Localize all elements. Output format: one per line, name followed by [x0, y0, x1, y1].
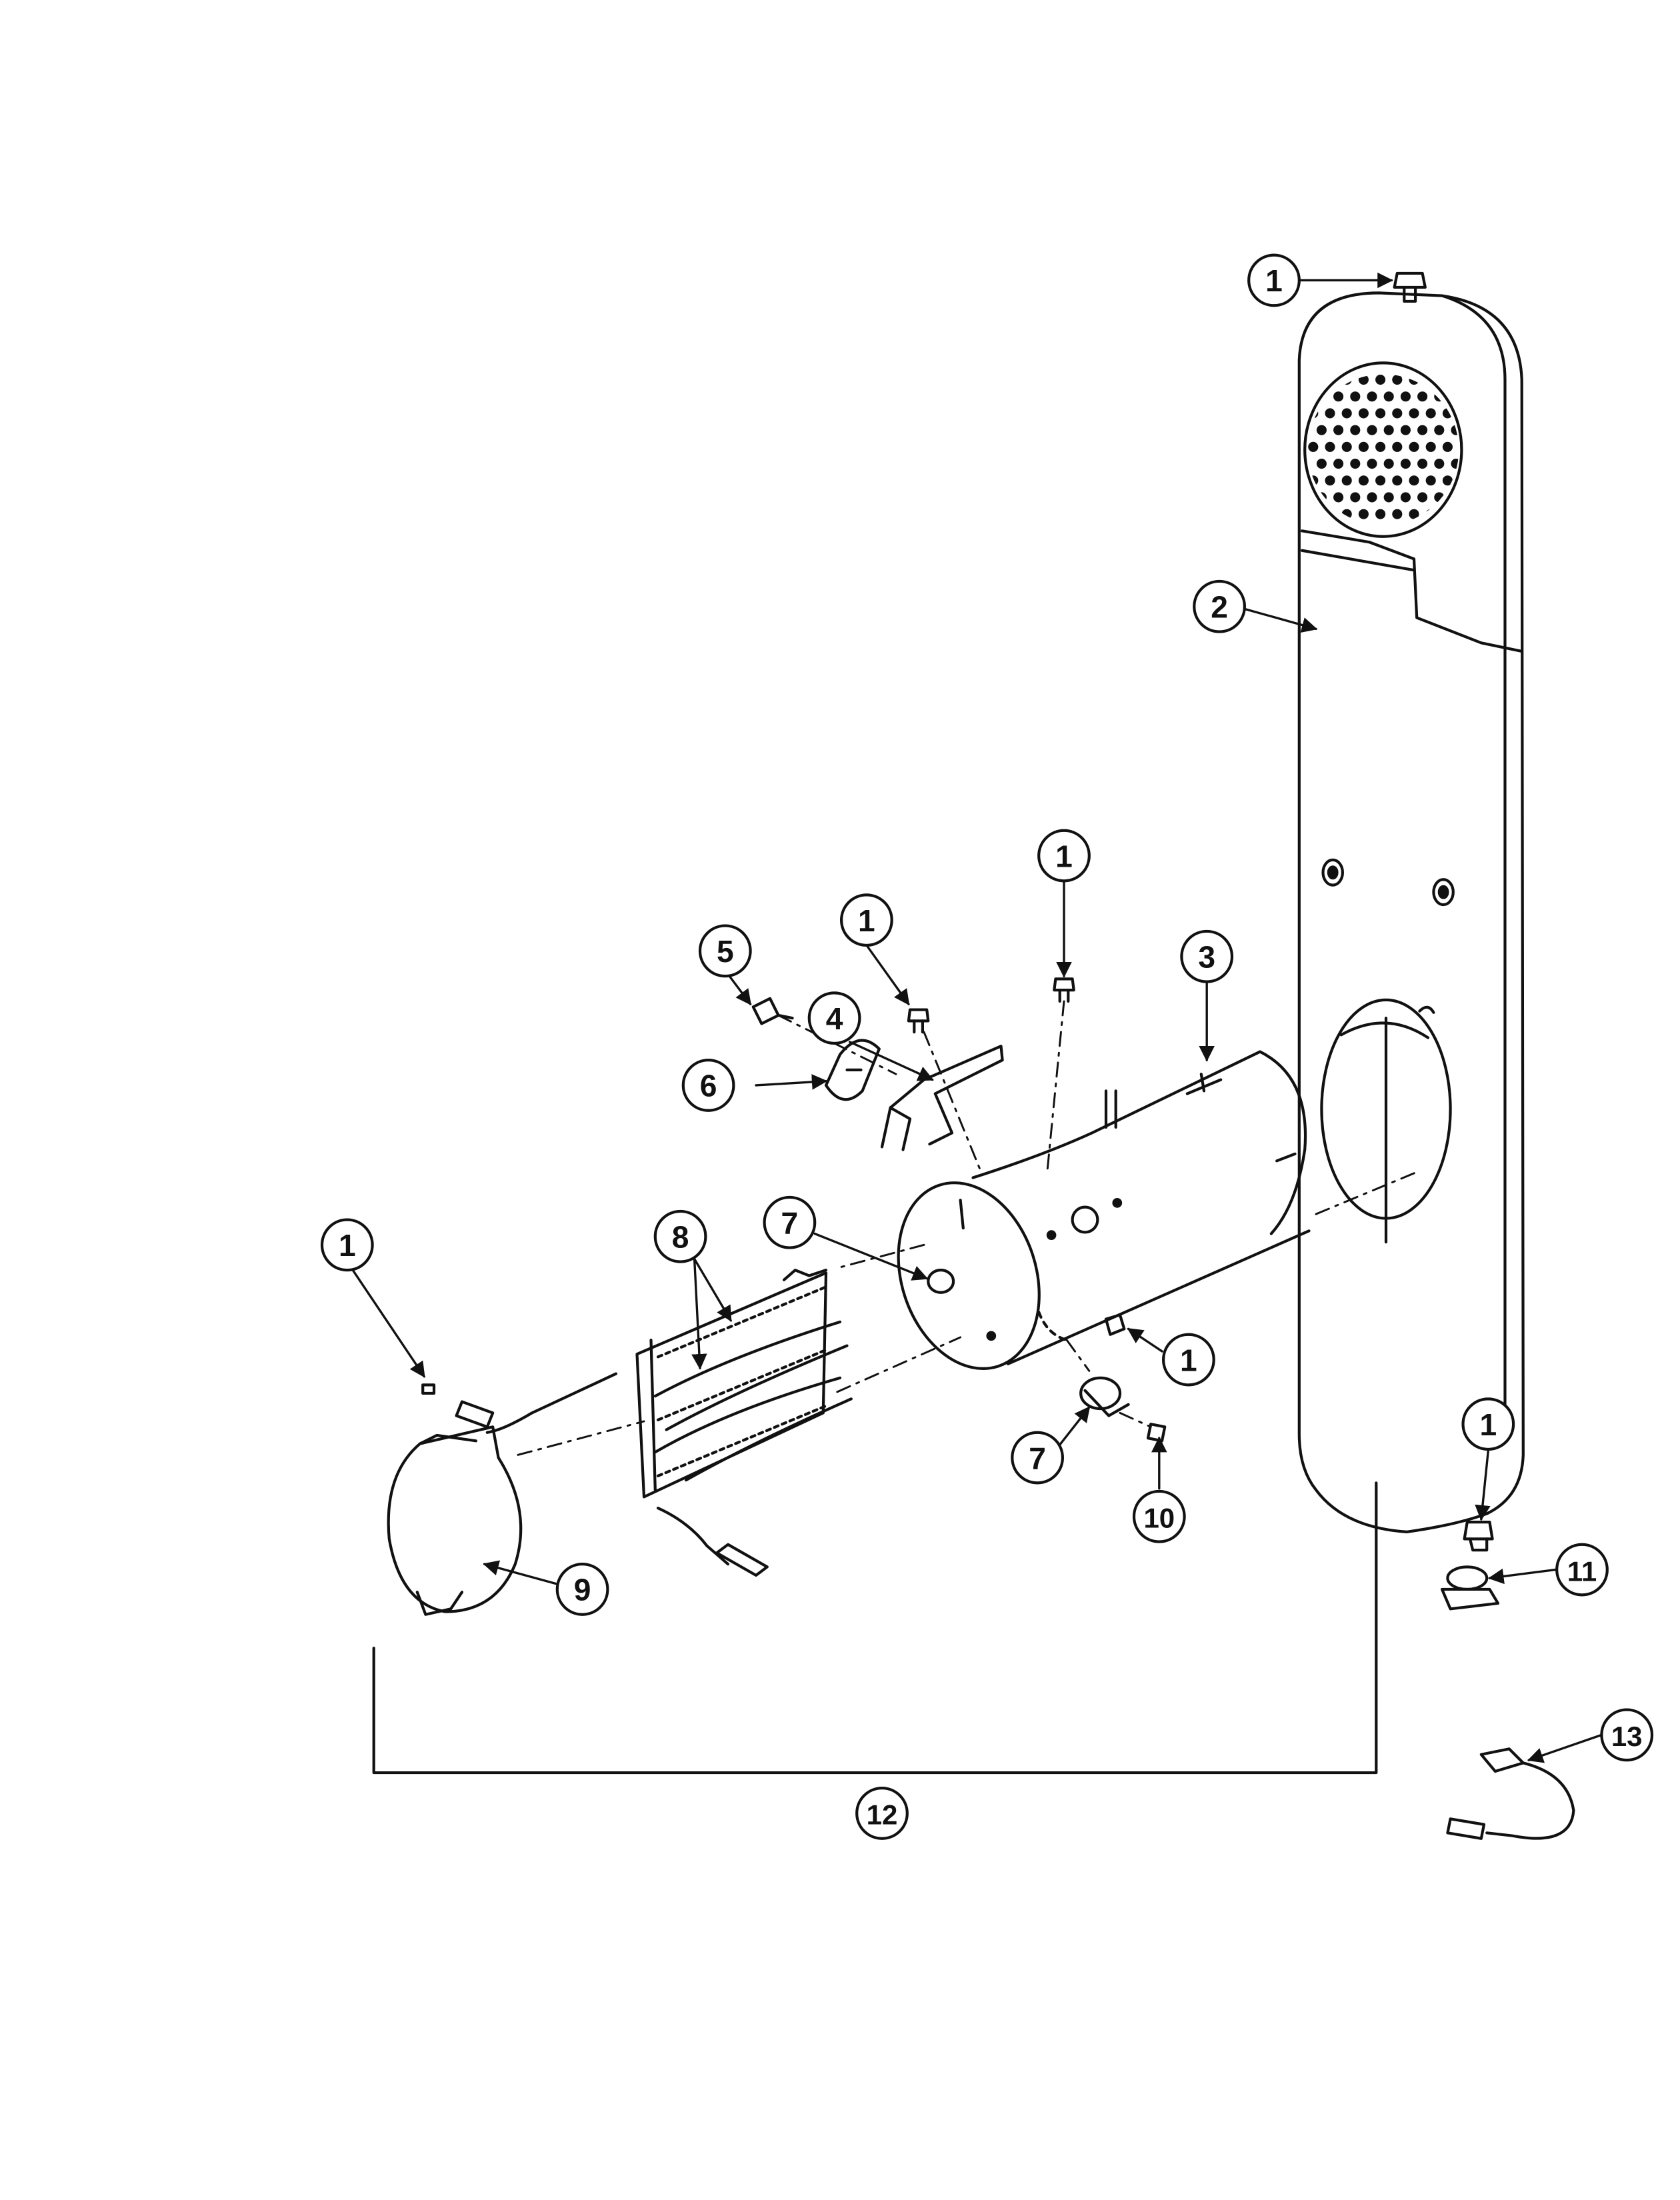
callout-13: 13: [1600, 1708, 1654, 1762]
callout-9: 9: [555, 1563, 609, 1616]
callout-1-upper-mid: 1: [1037, 829, 1091, 883]
callouts: 1 2 1 1 3 5 4 6 7 1 8 1 7 10 9 1 11 13 1…: [320, 253, 1654, 1840]
heater-element: [455, 1269, 853, 1577]
svg-text:2: 2: [1211, 590, 1228, 625]
assembly-lines: [517, 1000, 1418, 1456]
callout-1-top: 1: [1247, 253, 1301, 307]
svg-text:9: 9: [574, 1573, 591, 1607]
heater-housing: [897, 1050, 1311, 1370]
callout-1-far-right: 1: [1461, 1397, 1515, 1451]
bracket: [880, 1045, 1004, 1151]
callout-8: 8: [653, 1209, 707, 1263]
svg-text:11: 11: [1567, 1555, 1597, 1587]
callout-7-upper: 7: [763, 1195, 817, 1249]
callout-6: 6: [681, 1059, 735, 1112]
callout-4: 4: [807, 991, 861, 1045]
grille-holes: [1308, 374, 1459, 519]
svg-text:8: 8: [672, 1220, 689, 1255]
thermostat-11: [1440, 1521, 1500, 1611]
callout-1-right: 1: [1162, 1333, 1215, 1387]
svg-text:1: 1: [1479, 1407, 1497, 1442]
end-cover: [387, 1383, 523, 1616]
screw-top: [1393, 271, 1427, 303]
callout-2: 2: [1193, 579, 1247, 633]
wire-harness: [1446, 1747, 1575, 1840]
callout-10: 10: [1132, 1489, 1186, 1543]
svg-text:1: 1: [858, 903, 875, 938]
svg-text:3: 3: [1198, 940, 1215, 975]
callout-11: 11: [1555, 1543, 1609, 1597]
svg-text:4: 4: [826, 1001, 843, 1036]
svg-text:13: 13: [1611, 1721, 1643, 1752]
svg-text:10: 10: [1143, 1503, 1175, 1534]
callout-1-mid: 1: [840, 893, 893, 947]
svg-text:1: 1: [1055, 839, 1073, 873]
callout-5: 5: [698, 924, 752, 978]
thermostat-lower: [1037, 1311, 1130, 1417]
group-bracket: [372, 1481, 1378, 1775]
plate-6: [824, 1039, 881, 1101]
duct-panel: [1297, 291, 1525, 1533]
callout-12: 12: [855, 1787, 909, 1840]
screw-mid-b: [1053, 977, 1075, 1003]
screw-right-a: [1104, 1313, 1126, 1336]
callout-3: 3: [1180, 929, 1234, 983]
screw-mid-a: [907, 1008, 930, 1034]
svg-text:5: 5: [717, 934, 734, 969]
callout-7-lower: 7: [1011, 1431, 1065, 1485]
callout-1-left: 1: [320, 1218, 374, 1272]
svg-text:1: 1: [339, 1228, 356, 1263]
leader-lines: [351, 272, 1603, 1763]
svg-text:7: 7: [1029, 1441, 1046, 1475]
svg-text:12: 12: [867, 1799, 898, 1831]
svg-text:1: 1: [1180, 1343, 1197, 1377]
svg-text:1: 1: [1265, 263, 1283, 298]
svg-text:7: 7: [781, 1206, 799, 1241]
svg-text:6: 6: [700, 1069, 717, 1103]
